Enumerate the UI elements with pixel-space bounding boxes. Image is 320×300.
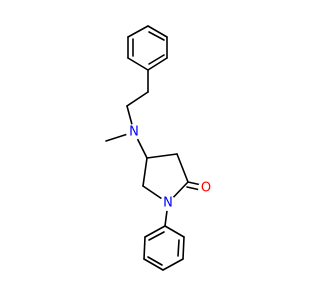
bond bbox=[182, 236, 185, 260]
bond bbox=[162, 258, 184, 271]
bond bbox=[143, 236, 146, 260]
bonds bbox=[105, 25, 207, 271]
bond bbox=[148, 31, 165, 41]
bond bbox=[147, 25, 168, 38]
atom-background bbox=[198, 180, 214, 196]
bond bbox=[177, 239, 180, 257]
bond bbox=[126, 91, 149, 107]
bond bbox=[148, 231, 165, 241]
molecule-diagram: N N O bbox=[105, 25, 214, 271]
bond bbox=[176, 153, 189, 183]
atom-label: N bbox=[129, 125, 139, 140]
bond bbox=[127, 57, 149, 71]
atom-background bbox=[126, 124, 142, 140]
bond bbox=[148, 54, 165, 65]
bond bbox=[127, 25, 149, 38]
atom-label: O bbox=[201, 181, 211, 196]
bond bbox=[164, 225, 185, 238]
ring-nitrogen: N bbox=[160, 195, 176, 211]
bond bbox=[142, 157, 148, 187]
amine-nitrogen: N bbox=[126, 124, 142, 140]
bond bbox=[143, 258, 164, 271]
atom-labels: N N O bbox=[126, 124, 214, 211]
atom-background bbox=[160, 195, 176, 211]
bond bbox=[147, 256, 163, 266]
bond bbox=[144, 225, 166, 238]
atom-label: N bbox=[163, 196, 173, 211]
bond bbox=[147, 57, 168, 71]
carbonyl-oxygen: O bbox=[198, 180, 214, 196]
bond bbox=[146, 153, 178, 159]
